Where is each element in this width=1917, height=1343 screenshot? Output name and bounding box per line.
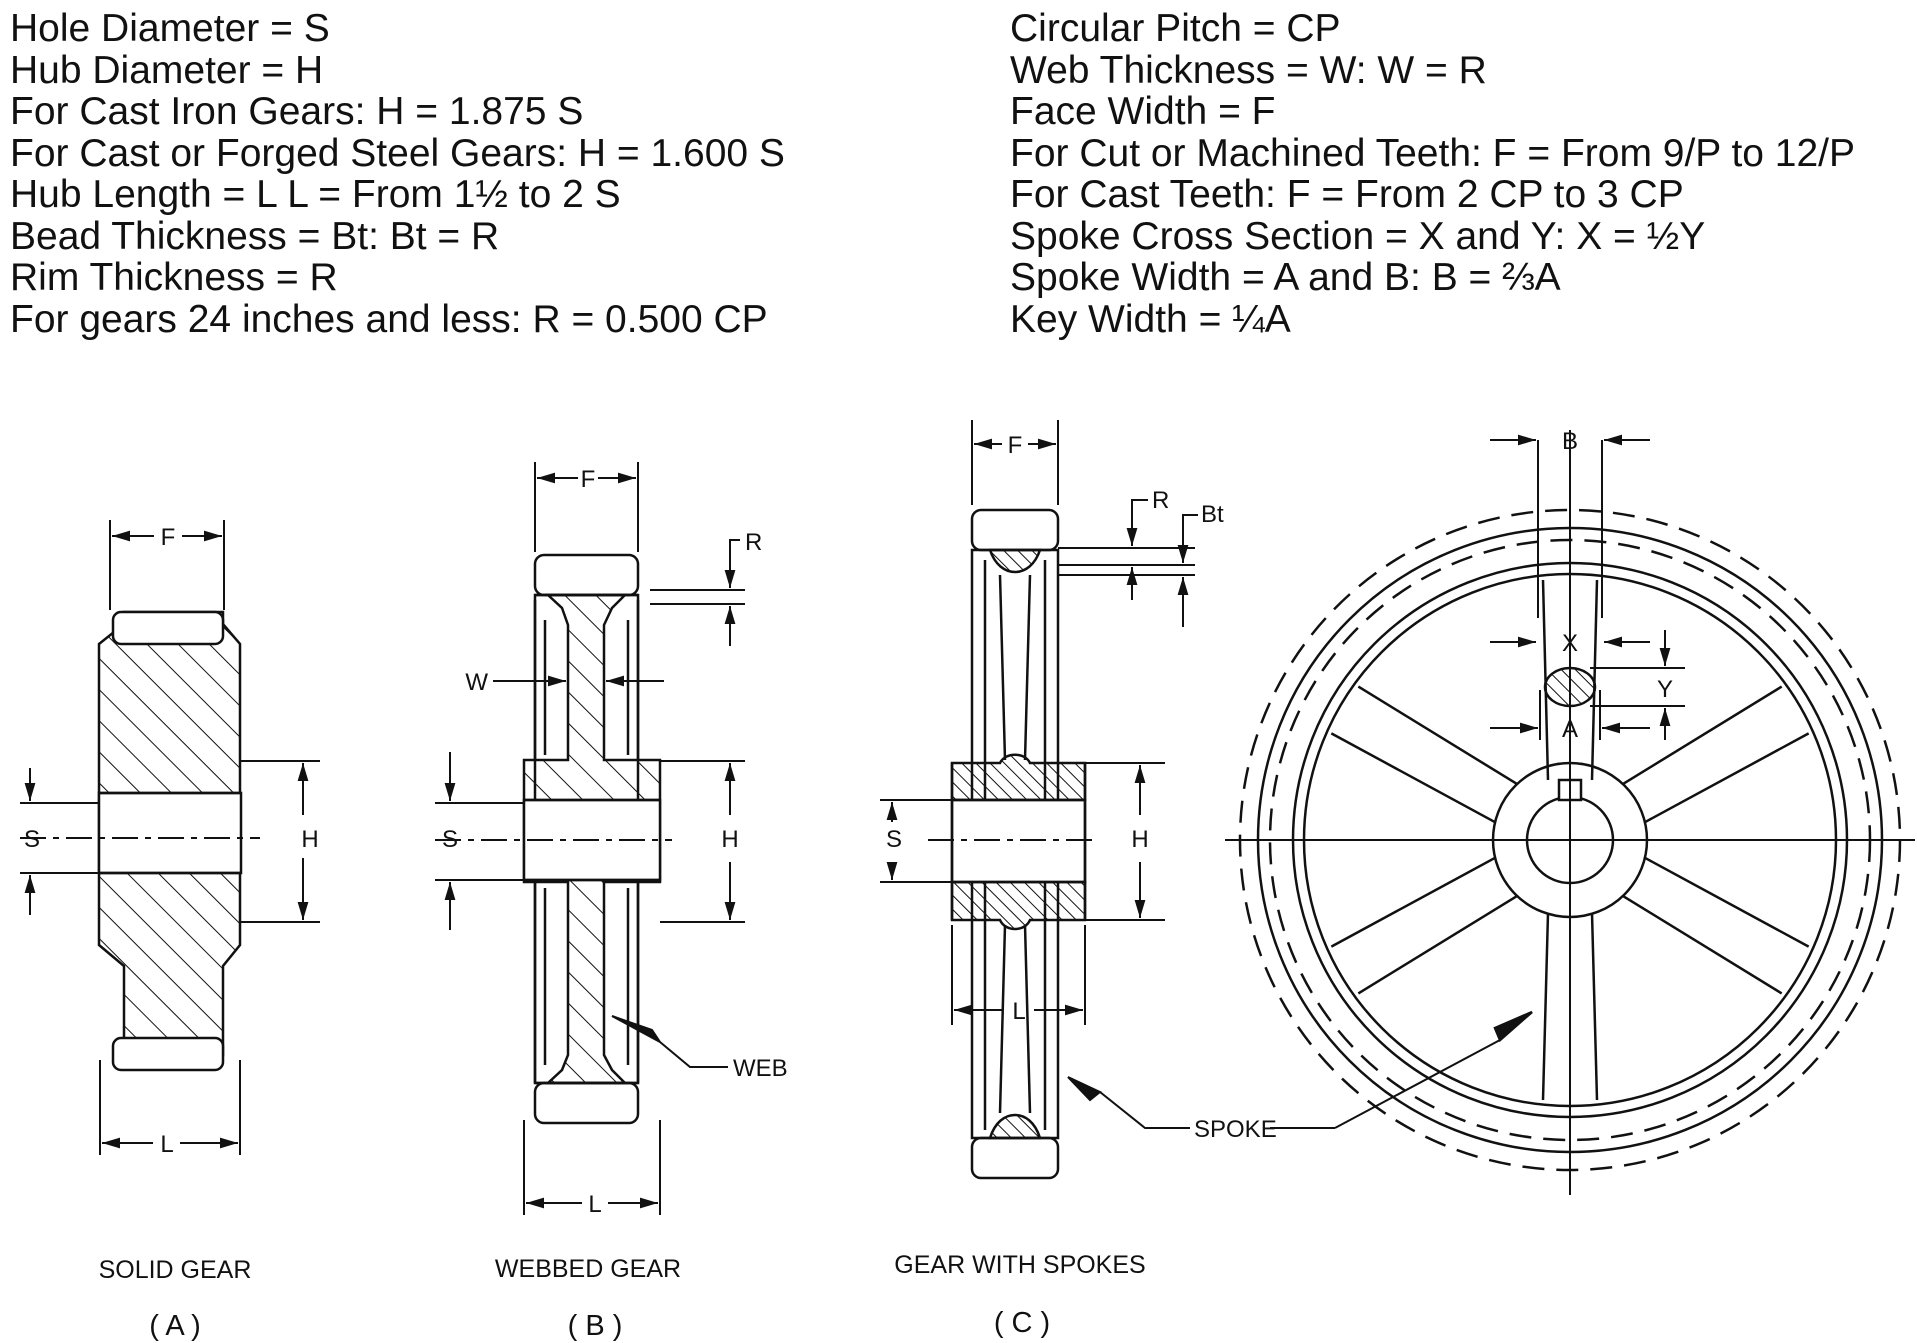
label-spoke-y: Y <box>1657 676 1673 703</box>
label-spoke-width-b: B <box>1562 428 1578 455</box>
label-hub-diameter-c: H <box>1131 826 1148 853</box>
webbed-gear-dimensions <box>435 462 745 1215</box>
label-face-width-b: F <box>581 466 596 493</box>
label-face-width-a: F <box>161 524 176 551</box>
formula-line: Web Thickness = W: W = R <box>1010 48 1487 92</box>
label-hole-diameter-c: S <box>886 826 902 853</box>
solid-gear-section <box>97 610 243 1072</box>
label-hub-length-b: L <box>588 1191 601 1218</box>
formula-line: Spoke Width = A and B: B = ⅔A <box>1010 256 1561 299</box>
label-bead-thickness: Bt <box>1201 501 1224 528</box>
spoked-gear-front-view <box>1225 430 1915 1195</box>
formula-line: Hub Diameter = H <box>10 48 324 92</box>
label-rim-thickness-c: R <box>1152 487 1169 514</box>
spoked-gear-dimensions <box>880 420 1335 1129</box>
label-web: WEB <box>733 1055 788 1082</box>
formula-line: Hub Length = L L = From 1½ to 2 S <box>10 173 621 216</box>
formula-list-left: Hole Diameter = S Hub Diameter = H For C… <box>10 8 990 340</box>
label-face-width-c: F <box>1008 432 1023 459</box>
formula-line: For Cast Teeth: F = From 2 CP to 3 CP <box>1010 173 1684 216</box>
caption-letter-c: ( C ) <box>994 1307 1050 1339</box>
label-spoke: SPOKE <box>1194 1116 1277 1143</box>
label-rim-thickness-b: R <box>745 529 762 556</box>
solid-gear-dimensions <box>20 520 320 1155</box>
label-hub-diameter-b: H <box>721 826 738 853</box>
caption-letter-a: ( A ) <box>149 1310 201 1342</box>
formula-line: For gears 24 inches and less: R = 0.500 … <box>10 297 768 341</box>
label-hub-length-c: L <box>1012 998 1025 1025</box>
formula-line: Circular Pitch = CP <box>1010 7 1341 50</box>
label-hole-diameter-b: S <box>442 826 458 853</box>
label-hub-length-a: L <box>160 1131 173 1158</box>
formula-line: Key Width = ¼A <box>1010 297 1291 341</box>
caption-letter-b: ( B ) <box>568 1310 623 1342</box>
formula-line: For Cast Iron Gears: H = 1.875 S <box>10 90 584 133</box>
label-hole-diameter-a: S <box>24 826 40 853</box>
caption-solid-gear: SOLID GEAR <box>99 1256 252 1284</box>
label-web-thickness: W <box>465 669 488 696</box>
formula-line: Hole Diameter = S <box>10 7 330 50</box>
spoked-gear-section <box>950 508 1087 1180</box>
caption-gear-with-spokes: GEAR WITH SPOKES <box>894 1251 1145 1279</box>
formula-line: Bead Thickness = Bt: Bt = R <box>10 214 500 258</box>
formula-line: For Cast or Forged Steel Gears: H = 1.60… <box>10 131 785 175</box>
formula-line: Spoke Cross Section = X and Y: X = ½Y <box>1010 214 1706 258</box>
spokes <box>1330 579 1810 1101</box>
label-spoke-width-a: A <box>1562 716 1578 743</box>
caption-webbed-gear: WEBBED GEAR <box>495 1255 681 1283</box>
formula-list-right: Circular Pitch = CP Web Thickness = W: W… <box>1010 8 1910 340</box>
label-spoke-x: X <box>1562 630 1578 657</box>
formula-line: Face Width = F <box>1010 90 1276 133</box>
label-hub-diameter-a: H <box>301 826 318 853</box>
formula-line: Rim Thickness = R <box>10 256 338 299</box>
formula-line: For Cut or Machined Teeth: F = From 9/P … <box>1010 131 1856 175</box>
